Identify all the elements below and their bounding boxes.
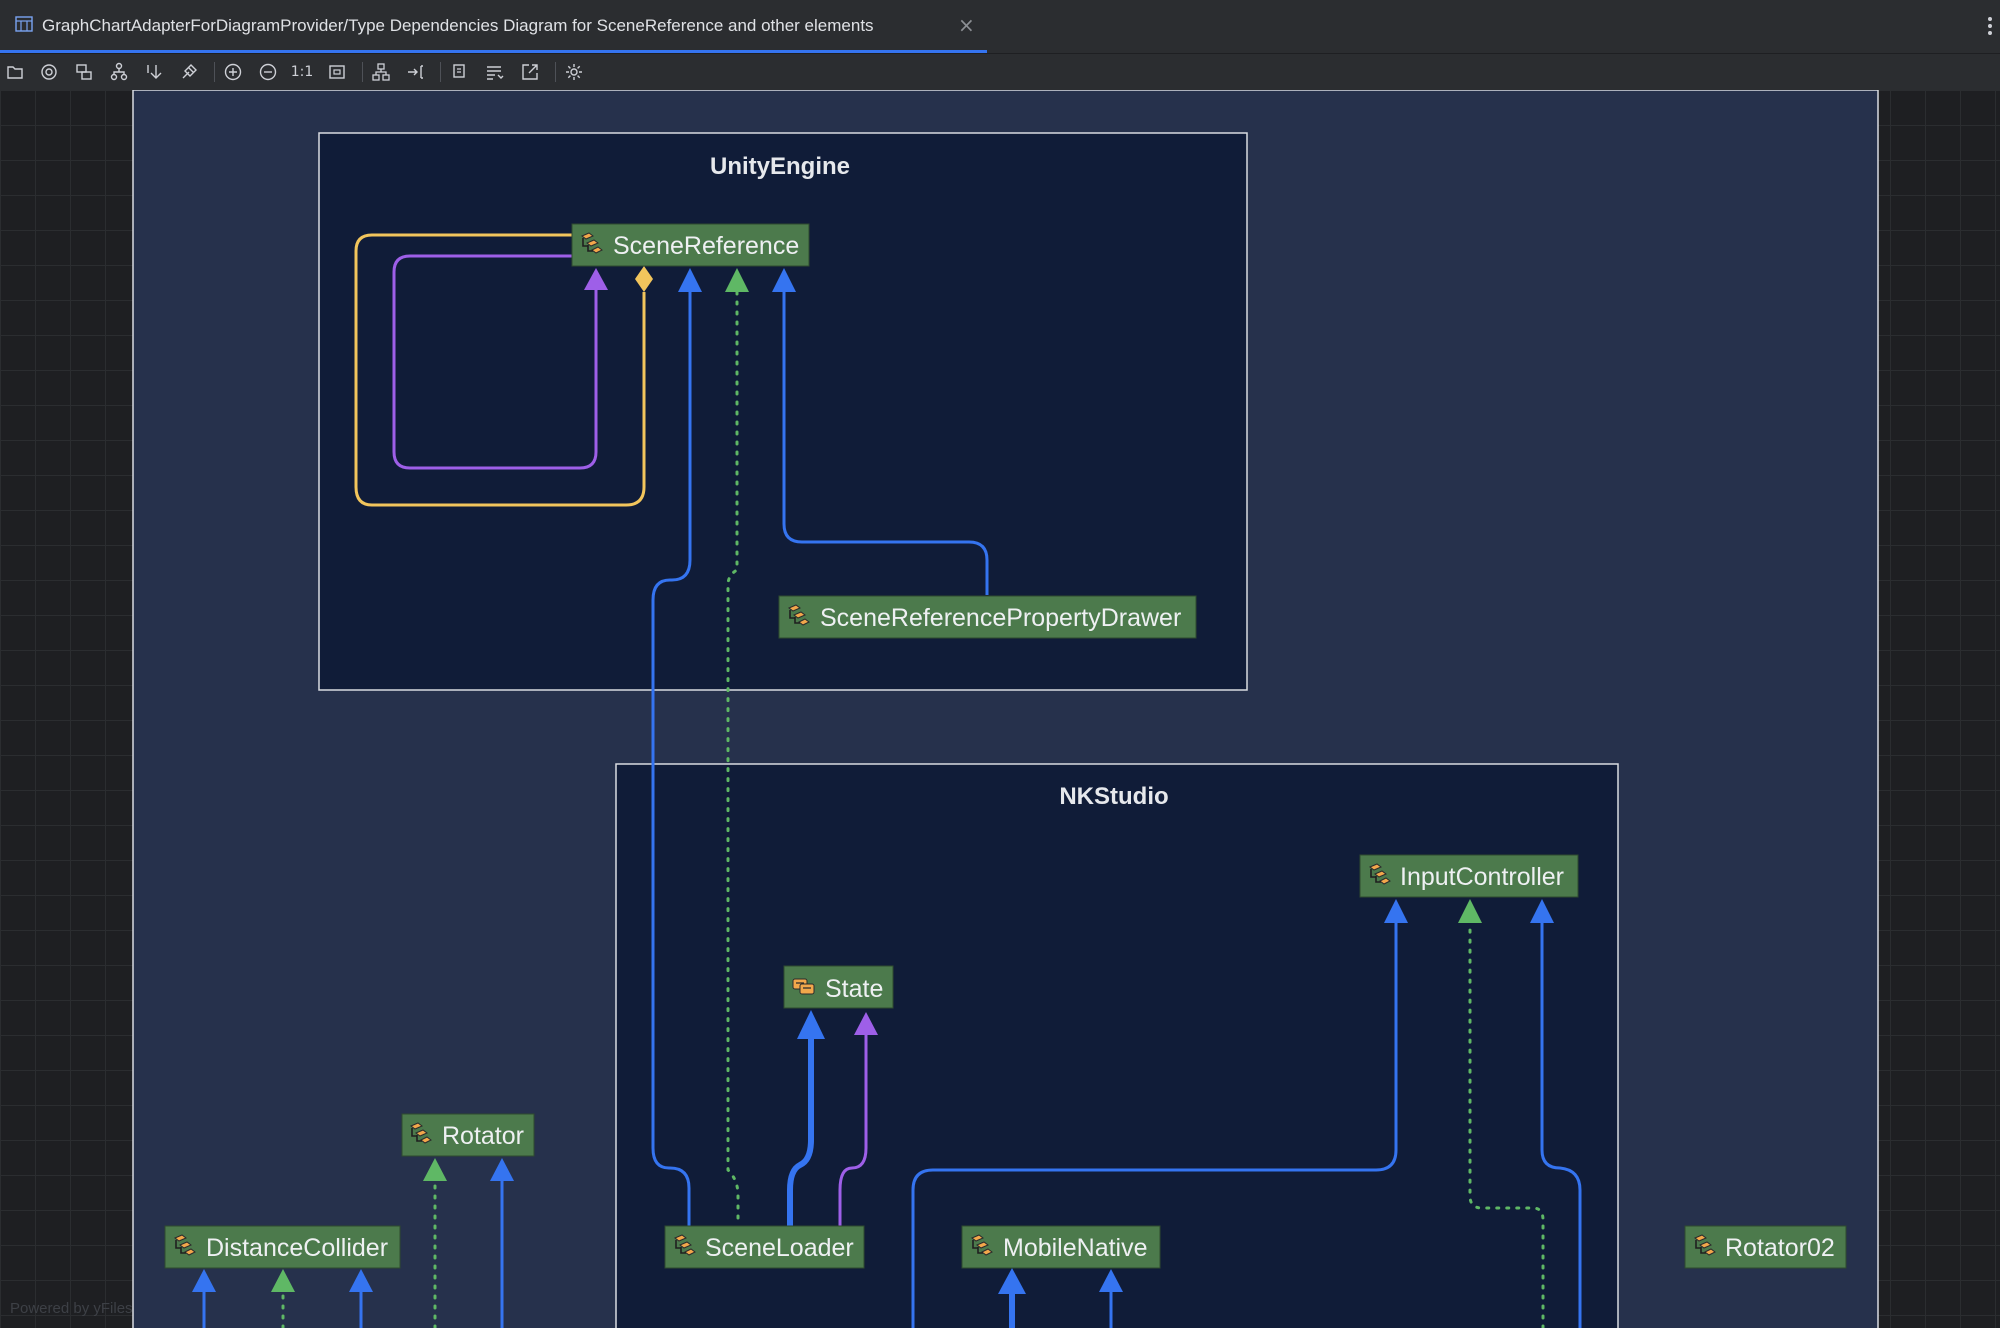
edge-inputcontroller-interface <box>1468 923 1545 1328</box>
edge-distancecollider-interface <box>271 1269 295 1292</box>
layout-icon[interactable] <box>368 59 394 85</box>
pin-icon[interactable] <box>176 59 202 85</box>
edge-drawer-scenereference <box>782 290 989 595</box>
zoom-in-icon[interactable] <box>220 59 246 85</box>
svg-text:SceneReference: SceneReference <box>613 232 799 260</box>
toolbar-separator <box>440 62 441 82</box>
edge-sceneloader-scenereference <box>651 290 692 1228</box>
node-rotator02[interactable]: Rotator02 <box>1684 1225 1847 1269</box>
fit-icon[interactable] <box>324 59 350 85</box>
more-vertical-icon[interactable] <box>1986 14 2000 38</box>
diagram-toolbar: 1:1 <box>0 54 2000 91</box>
node-state[interactable]: State <box>783 965 894 1009</box>
node-rotator[interactable]: Rotator <box>401 1113 535 1157</box>
copy-icon[interactable] <box>447 59 473 85</box>
hierarchy-icon[interactable] <box>106 59 132 85</box>
svg-text:InputController: InputController <box>1400 863 1564 891</box>
svg-text:DistanceCollider: DistanceCollider <box>206 1234 388 1262</box>
node-distancecollider[interactable]: DistanceCollider <box>164 1225 401 1269</box>
svg-text:MobileNative: MobileNative <box>1003 1234 1148 1262</box>
node-inputcontroller[interactable]: InputController <box>1359 854 1579 898</box>
usage-self-edge <box>392 254 598 470</box>
node-sceneloader[interactable]: SceneLoader <box>664 1225 865 1269</box>
toolbar-separator <box>362 62 363 82</box>
node-scenereferencepropertydrawer[interactable]: SceneReferencePropertyDrawer <box>778 595 1197 639</box>
svg-text:Rotator: Rotator <box>442 1122 524 1150</box>
yfiles-watermark: Powered by yFiles <box>10 1300 133 1317</box>
usage-arrowhead <box>584 268 608 290</box>
aggregation-self-edge <box>354 233 646 507</box>
edge-mobilenative-inputcontroller <box>911 921 1398 1328</box>
layers-icon[interactable] <box>71 59 97 85</box>
edge-sceneloader-scenereference-interface <box>726 290 740 1220</box>
close-icon[interactable]: × <box>958 13 975 37</box>
tab-title: GraphChartAdapterForDiagramProvider/Type… <box>42 16 874 35</box>
toolbar-separator <box>555 62 556 82</box>
node-scenereference[interactable]: SceneReference <box>571 223 810 267</box>
edge-sceneloader-state <box>787 1033 814 1228</box>
actual-size-icon[interactable]: 1:1 <box>289 59 315 85</box>
export-icon[interactable] <box>517 59 543 85</box>
editor-tab[interactable]: GraphChartAdapterForDiagramProvider/Type… <box>0 0 987 53</box>
zoom-out-icon[interactable] <box>255 59 281 85</box>
diagram-icon <box>15 16 33 32</box>
route-icon[interactable] <box>403 59 429 85</box>
edge-inputcontroller-right <box>1540 921 1582 1328</box>
edge-mobilenative-right <box>1099 1269 1123 1292</box>
group-title-unityengine: UnityEngine <box>710 153 850 180</box>
settings-icon[interactable] <box>561 59 587 85</box>
edge-distancecollider-left <box>192 1269 216 1292</box>
svg-text:SceneReferencePropertyDrawer: SceneReferencePropertyDrawer <box>820 604 1181 632</box>
svg-text:SceneLoader: SceneLoader <box>705 1234 854 1262</box>
edge-sceneloader-state-usage <box>838 1033 868 1228</box>
list-icon[interactable] <box>482 59 508 85</box>
open-icon[interactable] <box>2 59 28 85</box>
diagram-canvas[interactable]: UnityEngine NKStudio SceneRef <box>0 90 2000 1328</box>
actual-size-label: 1:1 <box>290 64 314 80</box>
type-dependencies-diagram: UnityEngine NKStudio SceneRef <box>132 90 1879 1328</box>
group-title-nkstudio: NKStudio <box>1059 783 1168 810</box>
edge-distancecollider-right <box>349 1269 373 1292</box>
node-mobilenative[interactable]: MobileNative <box>961 1225 1161 1269</box>
editor-tab-bar: GraphChartAdapterForDiagramProvider/Type… <box>0 0 2000 54</box>
toolbar-separator <box>214 62 215 82</box>
aggregation-diamond <box>635 266 653 292</box>
svg-text:Rotator02: Rotator02 <box>1725 1234 1835 1262</box>
arrow-down-icon[interactable] <box>141 59 167 85</box>
svg-text:State: State <box>825 975 883 1003</box>
filter-icon[interactable] <box>36 59 62 85</box>
edge-mobilenative-left <box>998 1268 1026 1294</box>
